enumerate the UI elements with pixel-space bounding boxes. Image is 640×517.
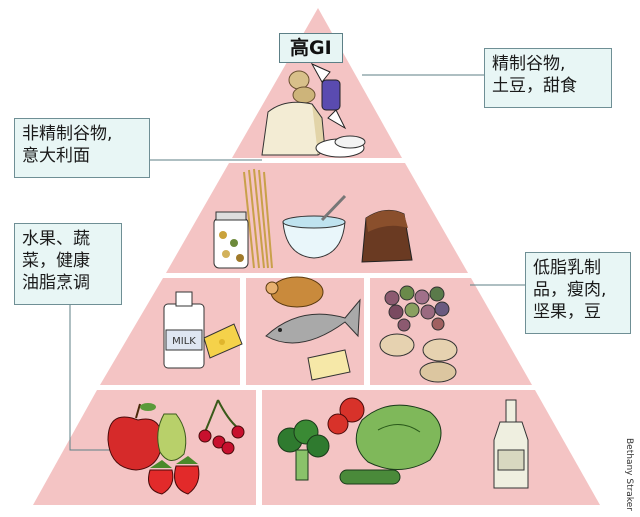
cucumber-icon bbox=[339, 469, 401, 485]
dairy-illustration: MILK bbox=[163, 291, 243, 369]
strawberries-icon bbox=[148, 456, 200, 495]
refined-foods-illustration bbox=[261, 62, 366, 158]
lettuce-icon bbox=[355, 404, 442, 471]
bowl-icon bbox=[282, 194, 347, 259]
high-gi-title: 高GI bbox=[279, 33, 343, 63]
milk-jug-icon: MILK bbox=[163, 291, 205, 369]
label-dairy-protein: 低脂乳制 品，瘦肉, 坚果，豆 bbox=[525, 252, 631, 334]
nuts-beans-illustration bbox=[379, 285, 458, 383]
fish-icon bbox=[265, 298, 361, 344]
bean-jar-icon bbox=[213, 211, 249, 269]
label-refined-grains: 精制谷物, 土豆，甜食 bbox=[484, 48, 612, 108]
oil-bottle-icon bbox=[493, 399, 529, 489]
tofu-icon bbox=[307, 349, 351, 381]
candy-icon bbox=[310, 62, 347, 130]
label-whole-grains: 非精制谷物, 意大利面 bbox=[14, 118, 150, 178]
bread-icon bbox=[261, 101, 326, 156]
broccoli-icon bbox=[277, 419, 330, 481]
illustrator-credit: Bethany Straker bbox=[624, 438, 634, 511]
leader-lines bbox=[69, 74, 525, 451]
chicken-icon bbox=[265, 276, 324, 308]
meat-fish-illustration bbox=[265, 276, 361, 381]
tomato-icon bbox=[327, 397, 365, 435]
whole-grain-foods-illustration bbox=[213, 168, 413, 269]
apple-icon bbox=[107, 403, 163, 471]
milk-label: MILK bbox=[172, 336, 196, 347]
pear-icon bbox=[157, 413, 187, 461]
brown-bread-icon bbox=[361, 209, 413, 263]
cheese-icon bbox=[203, 323, 243, 359]
label-fruits-vegetables: 水果、蔬 菜，健康 油脂烹调 bbox=[14, 223, 122, 305]
pasta-icon bbox=[243, 168, 273, 269]
vegetable-oil-illustration bbox=[277, 397, 529, 489]
cherries-icon bbox=[198, 399, 245, 455]
fruit-illustration bbox=[107, 399, 245, 495]
